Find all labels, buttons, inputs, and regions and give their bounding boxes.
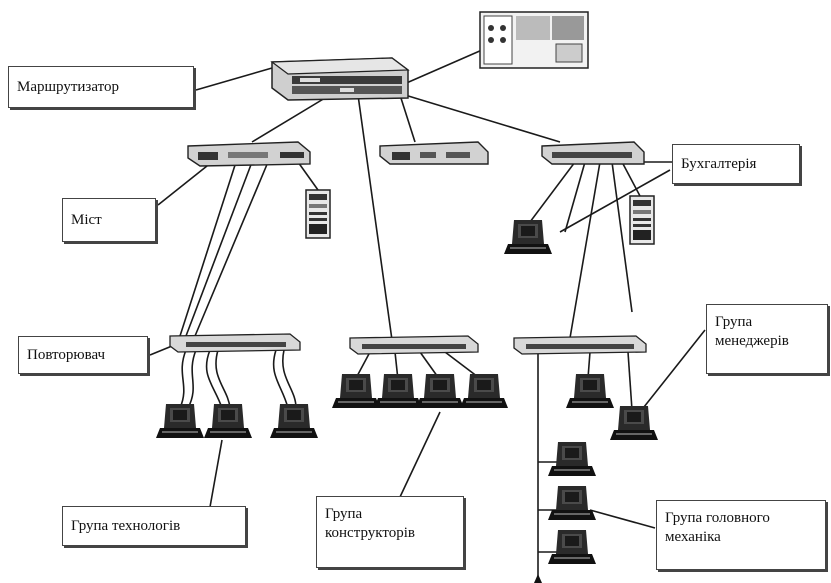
router-device-icon — [270, 57, 410, 101]
router-label: Маршрутизатор — [8, 66, 194, 108]
workstation-icon — [548, 530, 596, 564]
patch-panel-icon — [479, 11, 589, 69]
server-tower-icon — [305, 189, 331, 239]
bus-terminator — [534, 574, 542, 583]
accounting-label: Бухгалтерія — [672, 144, 800, 184]
workstation-icon — [548, 442, 596, 476]
workstation-icon — [374, 374, 422, 408]
hub-icon — [513, 335, 647, 355]
hub-icon — [349, 335, 479, 355]
workstation-icon — [504, 220, 552, 254]
switch-icon — [379, 141, 489, 165]
technologists-label: Група технологів — [62, 506, 246, 546]
workstation-icon — [566, 374, 614, 408]
bridge-switch-icon — [187, 141, 311, 167]
hub-icon — [169, 333, 301, 353]
workstation-icon — [204, 404, 252, 438]
chief-mechanic-label: Група головного механіка — [656, 500, 826, 570]
server-tower-icon — [629, 195, 655, 245]
managers-label: Група менеджерів — [706, 304, 828, 374]
workstation-icon — [548, 486, 596, 520]
workstation-icon — [610, 406, 658, 440]
bridge-label: Міст — [62, 198, 156, 242]
workstation-icon — [156, 404, 204, 438]
workstation-icon — [270, 404, 318, 438]
designers-label: Група конструкторів — [316, 496, 464, 568]
workstation-icon — [460, 374, 508, 408]
workstation-icon — [416, 374, 464, 408]
switch-icon — [541, 141, 645, 165]
repeater-label: Повторювач — [18, 336, 148, 374]
workstation-icon — [332, 374, 380, 408]
